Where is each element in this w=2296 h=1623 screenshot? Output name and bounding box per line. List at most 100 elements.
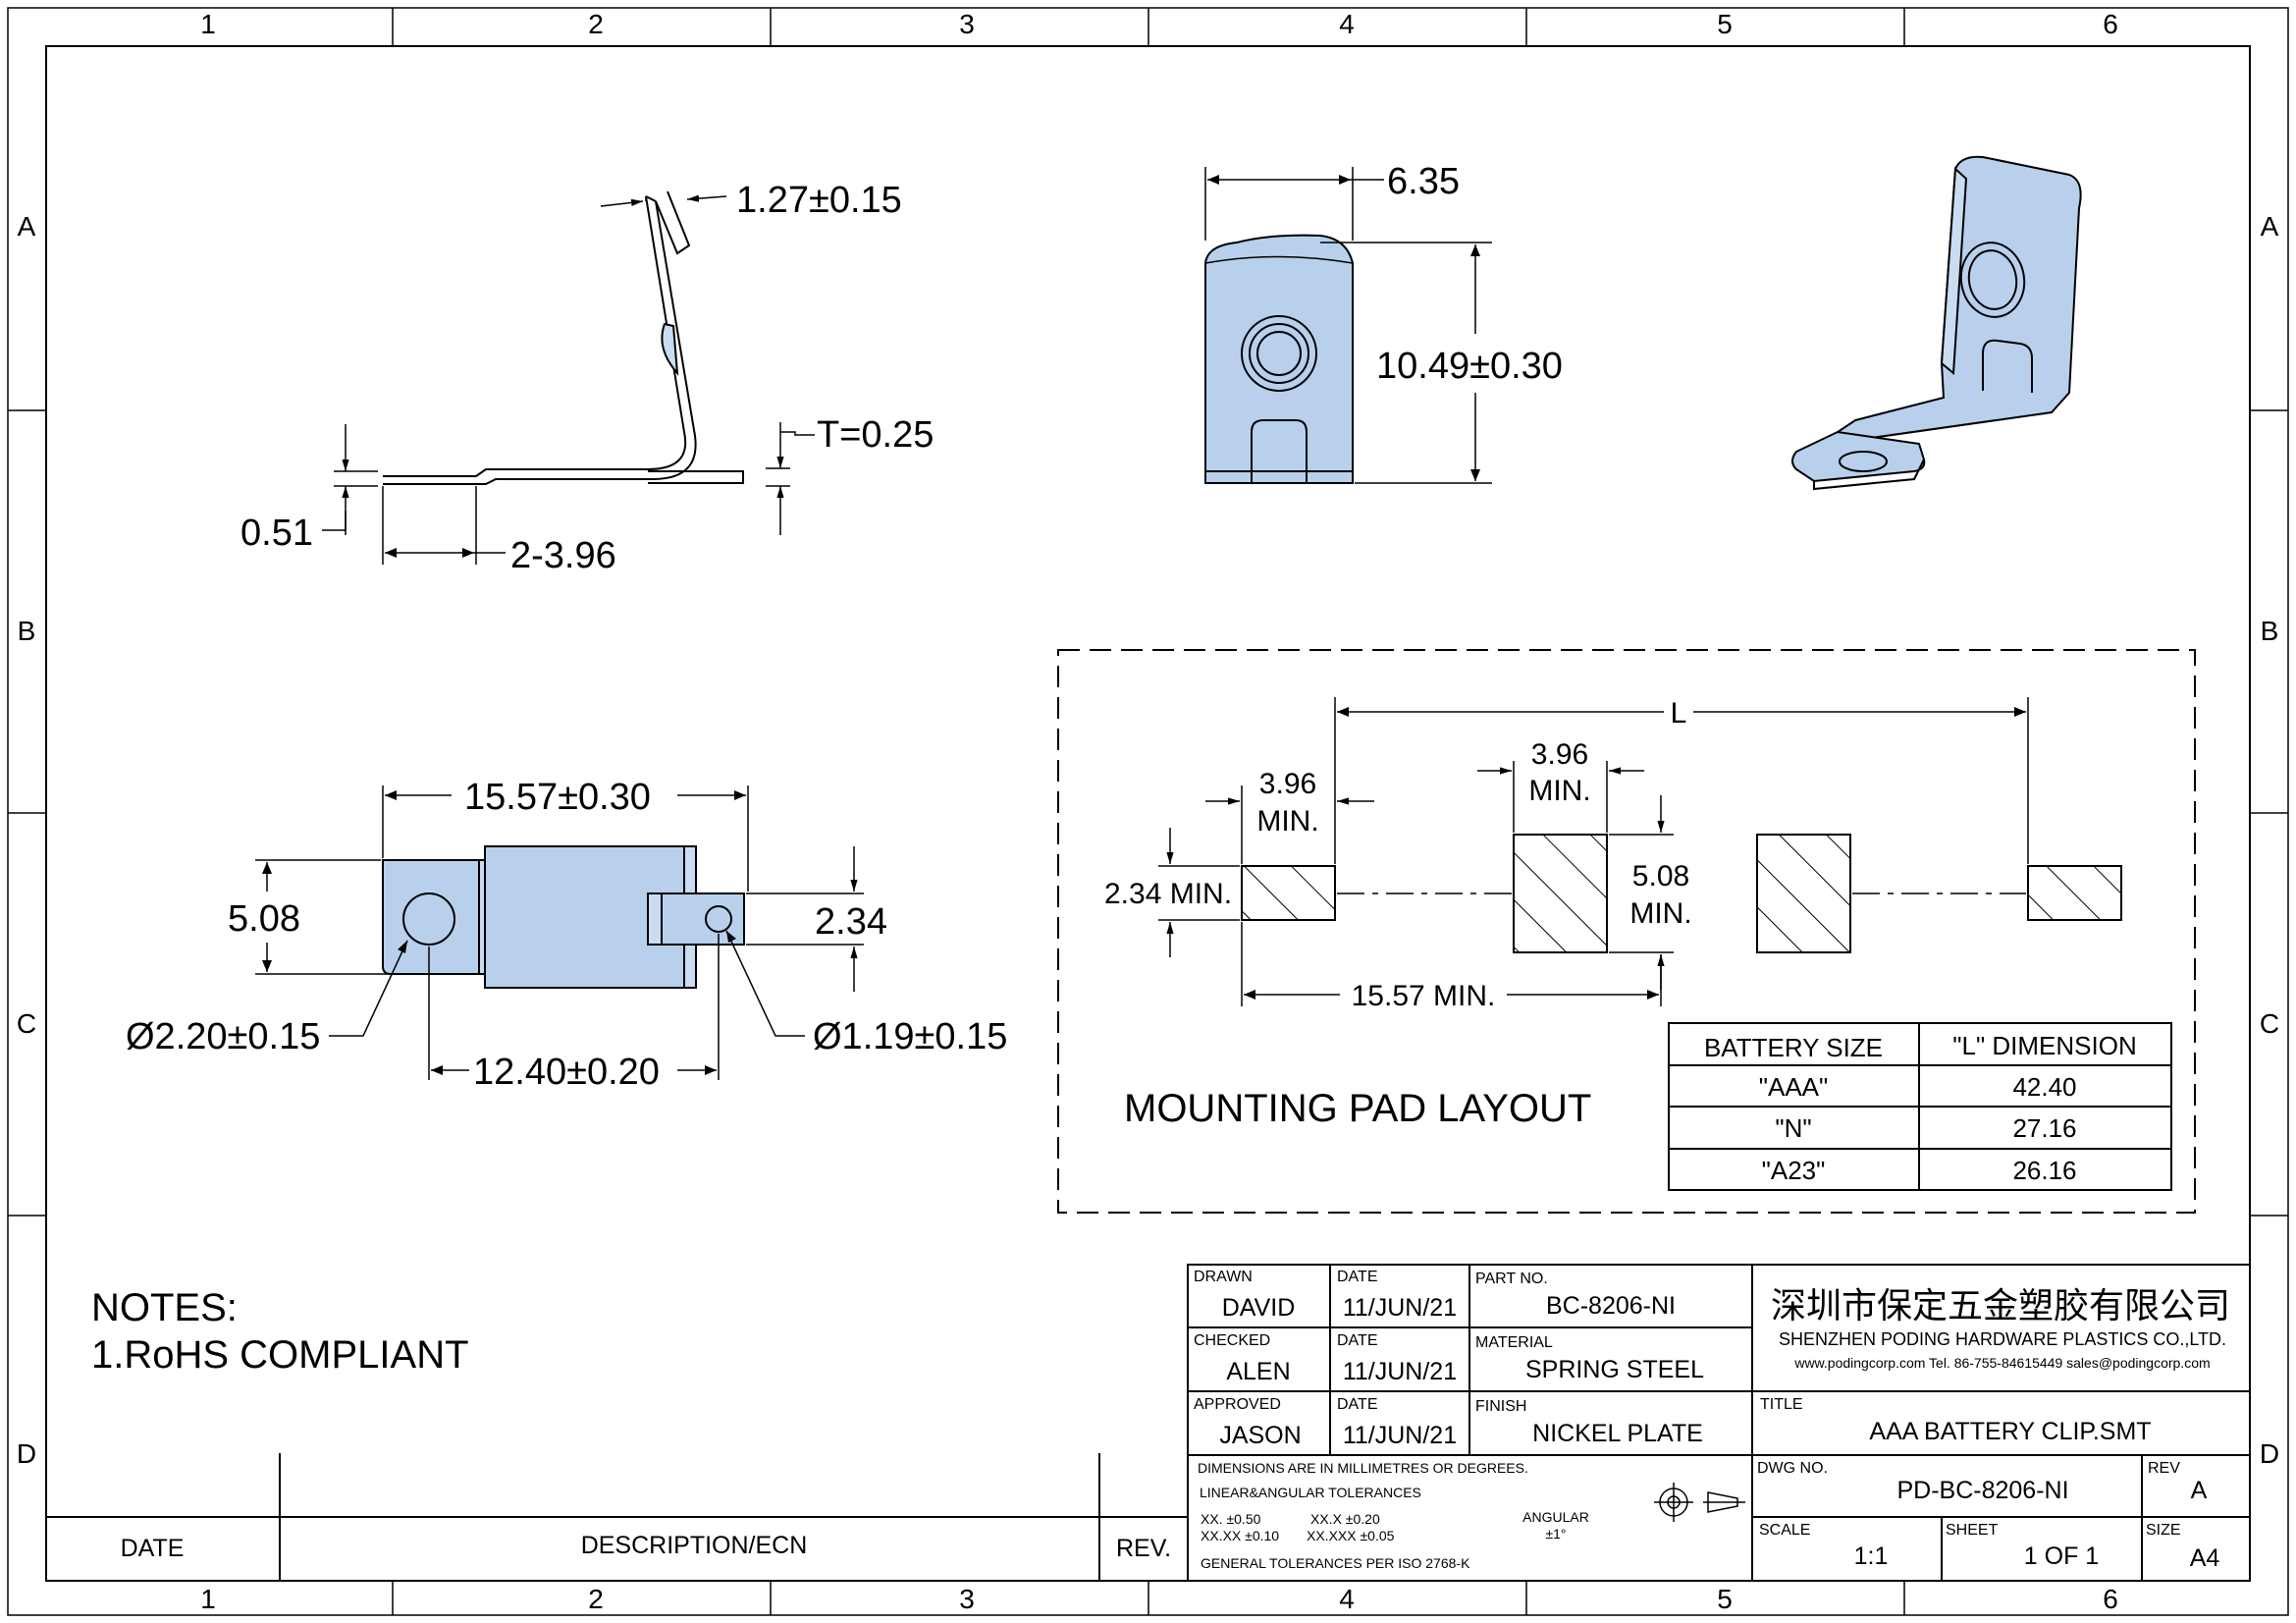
table-cell-n: "N" [1775,1113,1811,1143]
table-cell-aaa: "AAA" [1759,1072,1828,1102]
top-dim-overall-length: 15.57±0.30 [464,777,651,818]
zone-col-4-top: 4 [1339,9,1355,39]
tb-approved-label: APPROVED [1194,1396,1281,1413]
pad1-height: 2.34 MIN. [1104,878,1232,910]
pad-spacing: 15.57 MIN. [1352,980,1496,1012]
tb-title-label: TITLE [1760,1396,1803,1413]
pad2-width: 3.96 [1531,738,1588,771]
zone-col-6-top: 6 [2103,9,2118,39]
tb-drawn: DAVID [1222,1294,1296,1322]
tb-date-3: 11/JUN/21 [1343,1422,1457,1449]
zone-col-4-bottom: 4 [1339,1584,1355,1614]
sheet-frame [7,7,2289,1616]
tb-material: SPRING STEEL [1525,1356,1704,1383]
tb-angular: ±1° [1545,1526,1566,1542]
tb-tol-line2: LINEAR&ANGULAR TOLERANCES [1200,1485,1421,1500]
zone-row-d-right: D [2260,1438,2279,1469]
tb-angular-label: ANGULAR [1522,1509,1589,1525]
rev-rev-header: REV. [1116,1535,1171,1562]
projection-symbol-icon [1654,1483,1745,1522]
zone-col-1-top: 1 [200,9,216,39]
tb-sheet: 1 OF 1 [2024,1542,2099,1570]
zone-row-d-left: D [17,1438,36,1469]
front-view: 6.35 10.49±0.30 [1204,161,1563,484]
zone-col-2-top: 2 [588,9,604,39]
zone-col-6-bottom: 6 [2103,1584,2118,1614]
zone-col-2-bottom: 2 [588,1584,604,1614]
zone-col-5-top: 5 [1717,9,1733,39]
tb-checked-label: CHECKED [1194,1332,1270,1349]
pad-1 [1241,865,1336,921]
zone-col-1-bottom: 1 [200,1584,216,1614]
front-dim-width: 6.35 [1387,161,1460,202]
pad-4 [2027,865,2122,921]
zone-col-3-top: 3 [959,9,975,39]
tb-scale: 1:1 [1854,1542,1889,1570]
tb-sheet-label: SHEET [1946,1522,1999,1539]
tb-date-2: 11/JUN/21 [1343,1358,1457,1385]
tb-finish: NICKEL PLATE [1532,1420,1703,1447]
zone-row-a-right: A [2261,211,2279,242]
side-dim-pad-length: 2-3.96 [510,535,616,576]
tb-part: BC-8206-NI [1546,1292,1676,1320]
zone-row-a-left: A [18,211,36,242]
zone-col-3-bottom: 3 [959,1584,975,1614]
tb-approved: JASON [1219,1422,1301,1449]
zone-row-b-right: B [2261,616,2279,646]
tb-title: AAA BATTERY CLIP.SMT [1869,1418,2151,1445]
tb-scale-label: SCALE [1759,1522,1810,1539]
front-dim-height: 10.49±0.30 [1376,346,1563,387]
mounting-pad-layout: L 3.96 MIN. 3.96 MIN. 2.34 MIN. 5.08 MIN… [1057,649,2196,1214]
table-header-l-dimension: "L" DIMENSION [1952,1031,2136,1060]
notes-heading: NOTES: [91,1286,238,1329]
tb-size: A4 [2190,1544,2220,1572]
table-cell-a23: "A23" [1762,1156,1826,1185]
revision-block: DATE DESCRIPTION/ECN REV. [46,1453,1188,1581]
tb-material-label: MATERIAL [1475,1334,1553,1351]
pad-2 [1513,834,1608,953]
tb-tol-xxxx2: XX.XXX ±0.05 [1307,1528,1395,1543]
tb-contact: www.podingcorp.com Tel. 86-755-84615449 … [1793,1355,2210,1371]
battery-size-table: BATTERY SIZE "L" DIMENSION "AAA" 42.40 "… [1668,1022,2172,1191]
pad2-width-min: MIN. [1528,775,1590,807]
tb-date-label-3: DATE [1337,1396,1377,1413]
top-dim-tab-width: 2.34 [815,901,887,943]
tb-date-label-1: DATE [1337,1269,1377,1285]
notes-item-1: 1.RoHS COMPLIANT [91,1333,469,1377]
tb-drawn-label: DRAWN [1194,1269,1253,1285]
rev-date-header: DATE [121,1535,185,1562]
top-dim-large-hole: Ø2.20±0.15 [126,1016,320,1057]
notes: NOTES: 1.RoHS COMPLIANT [91,1286,469,1377]
pad1-width: 3.96 [1259,768,1316,800]
zone-row-c-left: C [17,1008,36,1039]
tb-tol-line1: DIMENSIONS ARE IN MILLIMETRES OR DEGREES… [1198,1460,1528,1476]
tb-tol-xx: XX. ±0.50 [1201,1511,1261,1527]
pad-layout-title: MOUNTING PAD LAYOUT [1124,1087,1591,1130]
zone-col-5-bottom: 5 [1717,1584,1733,1614]
table-cell-a23-l: 26.16 [2012,1156,2076,1185]
tb-company-en: SHENZHEN PODING HARDWARE PLASTICS CO.,LT… [1779,1329,2226,1349]
tb-tol-xx2: XX.X ±0.20 [1310,1511,1380,1527]
top-view: 15.57±0.30 5.08 2.34 Ø2.20±0.15 Ø1.19±0.… [126,777,1007,1093]
tb-date-1: 11/JUN/21 [1343,1294,1457,1322]
table-cell-n-l: 27.16 [2012,1113,2076,1143]
pad-dim-l: L [1671,697,1687,730]
table-cell-aaa-l: 42.40 [2012,1072,2076,1102]
tb-date-label-2: DATE [1337,1332,1377,1349]
pad-3 [1756,834,1851,953]
top-dim-small-hole: Ø1.19±0.15 [813,1016,1007,1057]
tb-rev: A [2191,1477,2208,1504]
zone-row-c-right: C [2260,1008,2279,1039]
top-dim-width: 5.08 [228,898,300,940]
tb-finish-label: FINISH [1475,1398,1526,1415]
pad2-height: 5.08 [1632,860,1689,893]
zone-labels: 1 2 3 4 5 6 1 2 3 4 5 6 A B C D A B C D [17,9,2279,1614]
title-block: DRAWN DAVID DATE 11/JUN/21 PART NO. BC-8… [1187,1264,2251,1582]
table-header-battery-size: BATTERY SIZE [1704,1033,1883,1062]
tb-dwg: PD-BC-8206-NI [1896,1477,2068,1504]
tb-tol-line3: GENERAL TOLERANCES PER ISO 2768-K [1201,1555,1470,1571]
side-dim-t: T=0.25 [817,414,934,456]
tb-company-cn: 深圳市保定五金塑胶有限公司 [1771,1286,2230,1326]
pad1-width-min: MIN. [1256,805,1318,838]
